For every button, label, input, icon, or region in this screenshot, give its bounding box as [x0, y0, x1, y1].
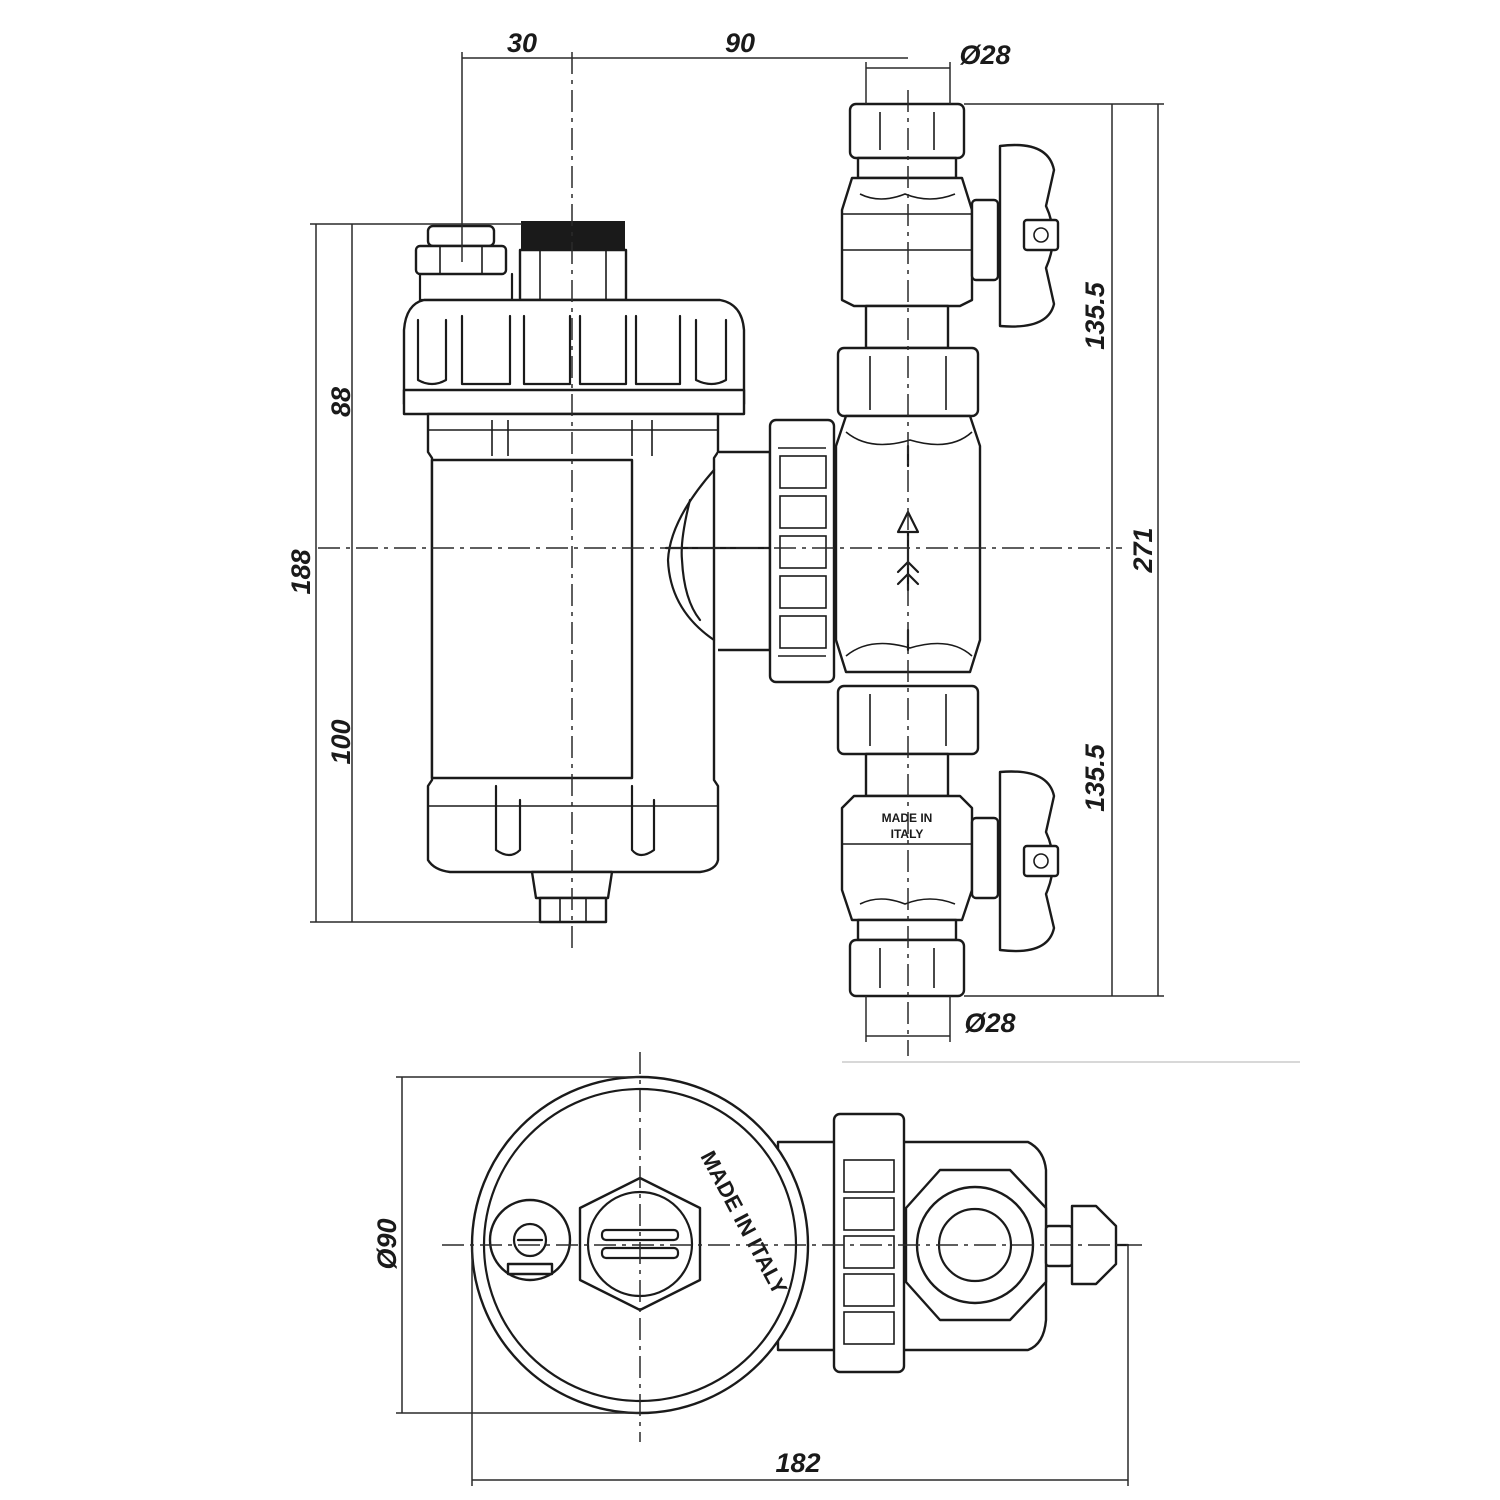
dimension-lines	[310, 52, 1164, 1486]
bottom-lever-handle	[970, 770, 1060, 953]
valve-assembly-front: MADE IN ITALY	[834, 102, 1060, 998]
bottom-valve-body	[840, 794, 974, 922]
label-window	[430, 458, 634, 780]
side-connector	[718, 450, 772, 652]
dimension-labels: 30 90 Ø28 Ø28 135.5 135.5 271 188 88 100…	[286, 28, 1158, 1478]
top-valve-body	[840, 176, 974, 308]
top-tube	[864, 304, 950, 350]
dim-bottom-pipe-diameter: Ø28	[964, 1008, 1015, 1038]
top-lever-handle	[970, 143, 1060, 328]
dim-center-distance: 90	[725, 28, 755, 58]
filter-head	[402, 298, 746, 406]
bottom-compression-nut	[848, 938, 966, 998]
valve-stamp-line1: MADE IN	[882, 811, 933, 825]
plug-black-cap	[521, 221, 625, 251]
dim-top-offset: 30	[507, 28, 537, 58]
dim-overall-width: 182	[775, 1448, 820, 1478]
bottom-tube	[864, 752, 950, 798]
dim-lower-filter-height: 100	[326, 719, 356, 764]
drain-plug	[538, 896, 608, 924]
dim-upper-valve-height: 135.5	[1080, 281, 1110, 350]
central-plug	[518, 221, 628, 302]
dim-lower-valve-height: 135.5	[1080, 743, 1110, 812]
top-compression-nut	[848, 102, 966, 160]
center-lines	[318, 52, 1300, 1442]
dim-overall-filter-height: 188	[286, 549, 316, 594]
drain-neck	[530, 870, 614, 900]
filter-front-view	[402, 221, 836, 924]
dim-upper-filter-height: 88	[326, 387, 356, 417]
valve-stamp-line2: ITALY	[891, 827, 924, 841]
top-view-union-nut	[832, 1112, 906, 1374]
dim-body-diameter: Ø90	[372, 1218, 402, 1269]
dim-total-valve-height: 271	[1128, 527, 1158, 573]
dim-top-pipe-diameter: Ø28	[959, 40, 1010, 70]
head-rim	[402, 388, 746, 416]
head-ribs	[416, 314, 728, 386]
bleed-valve	[414, 224, 514, 302]
